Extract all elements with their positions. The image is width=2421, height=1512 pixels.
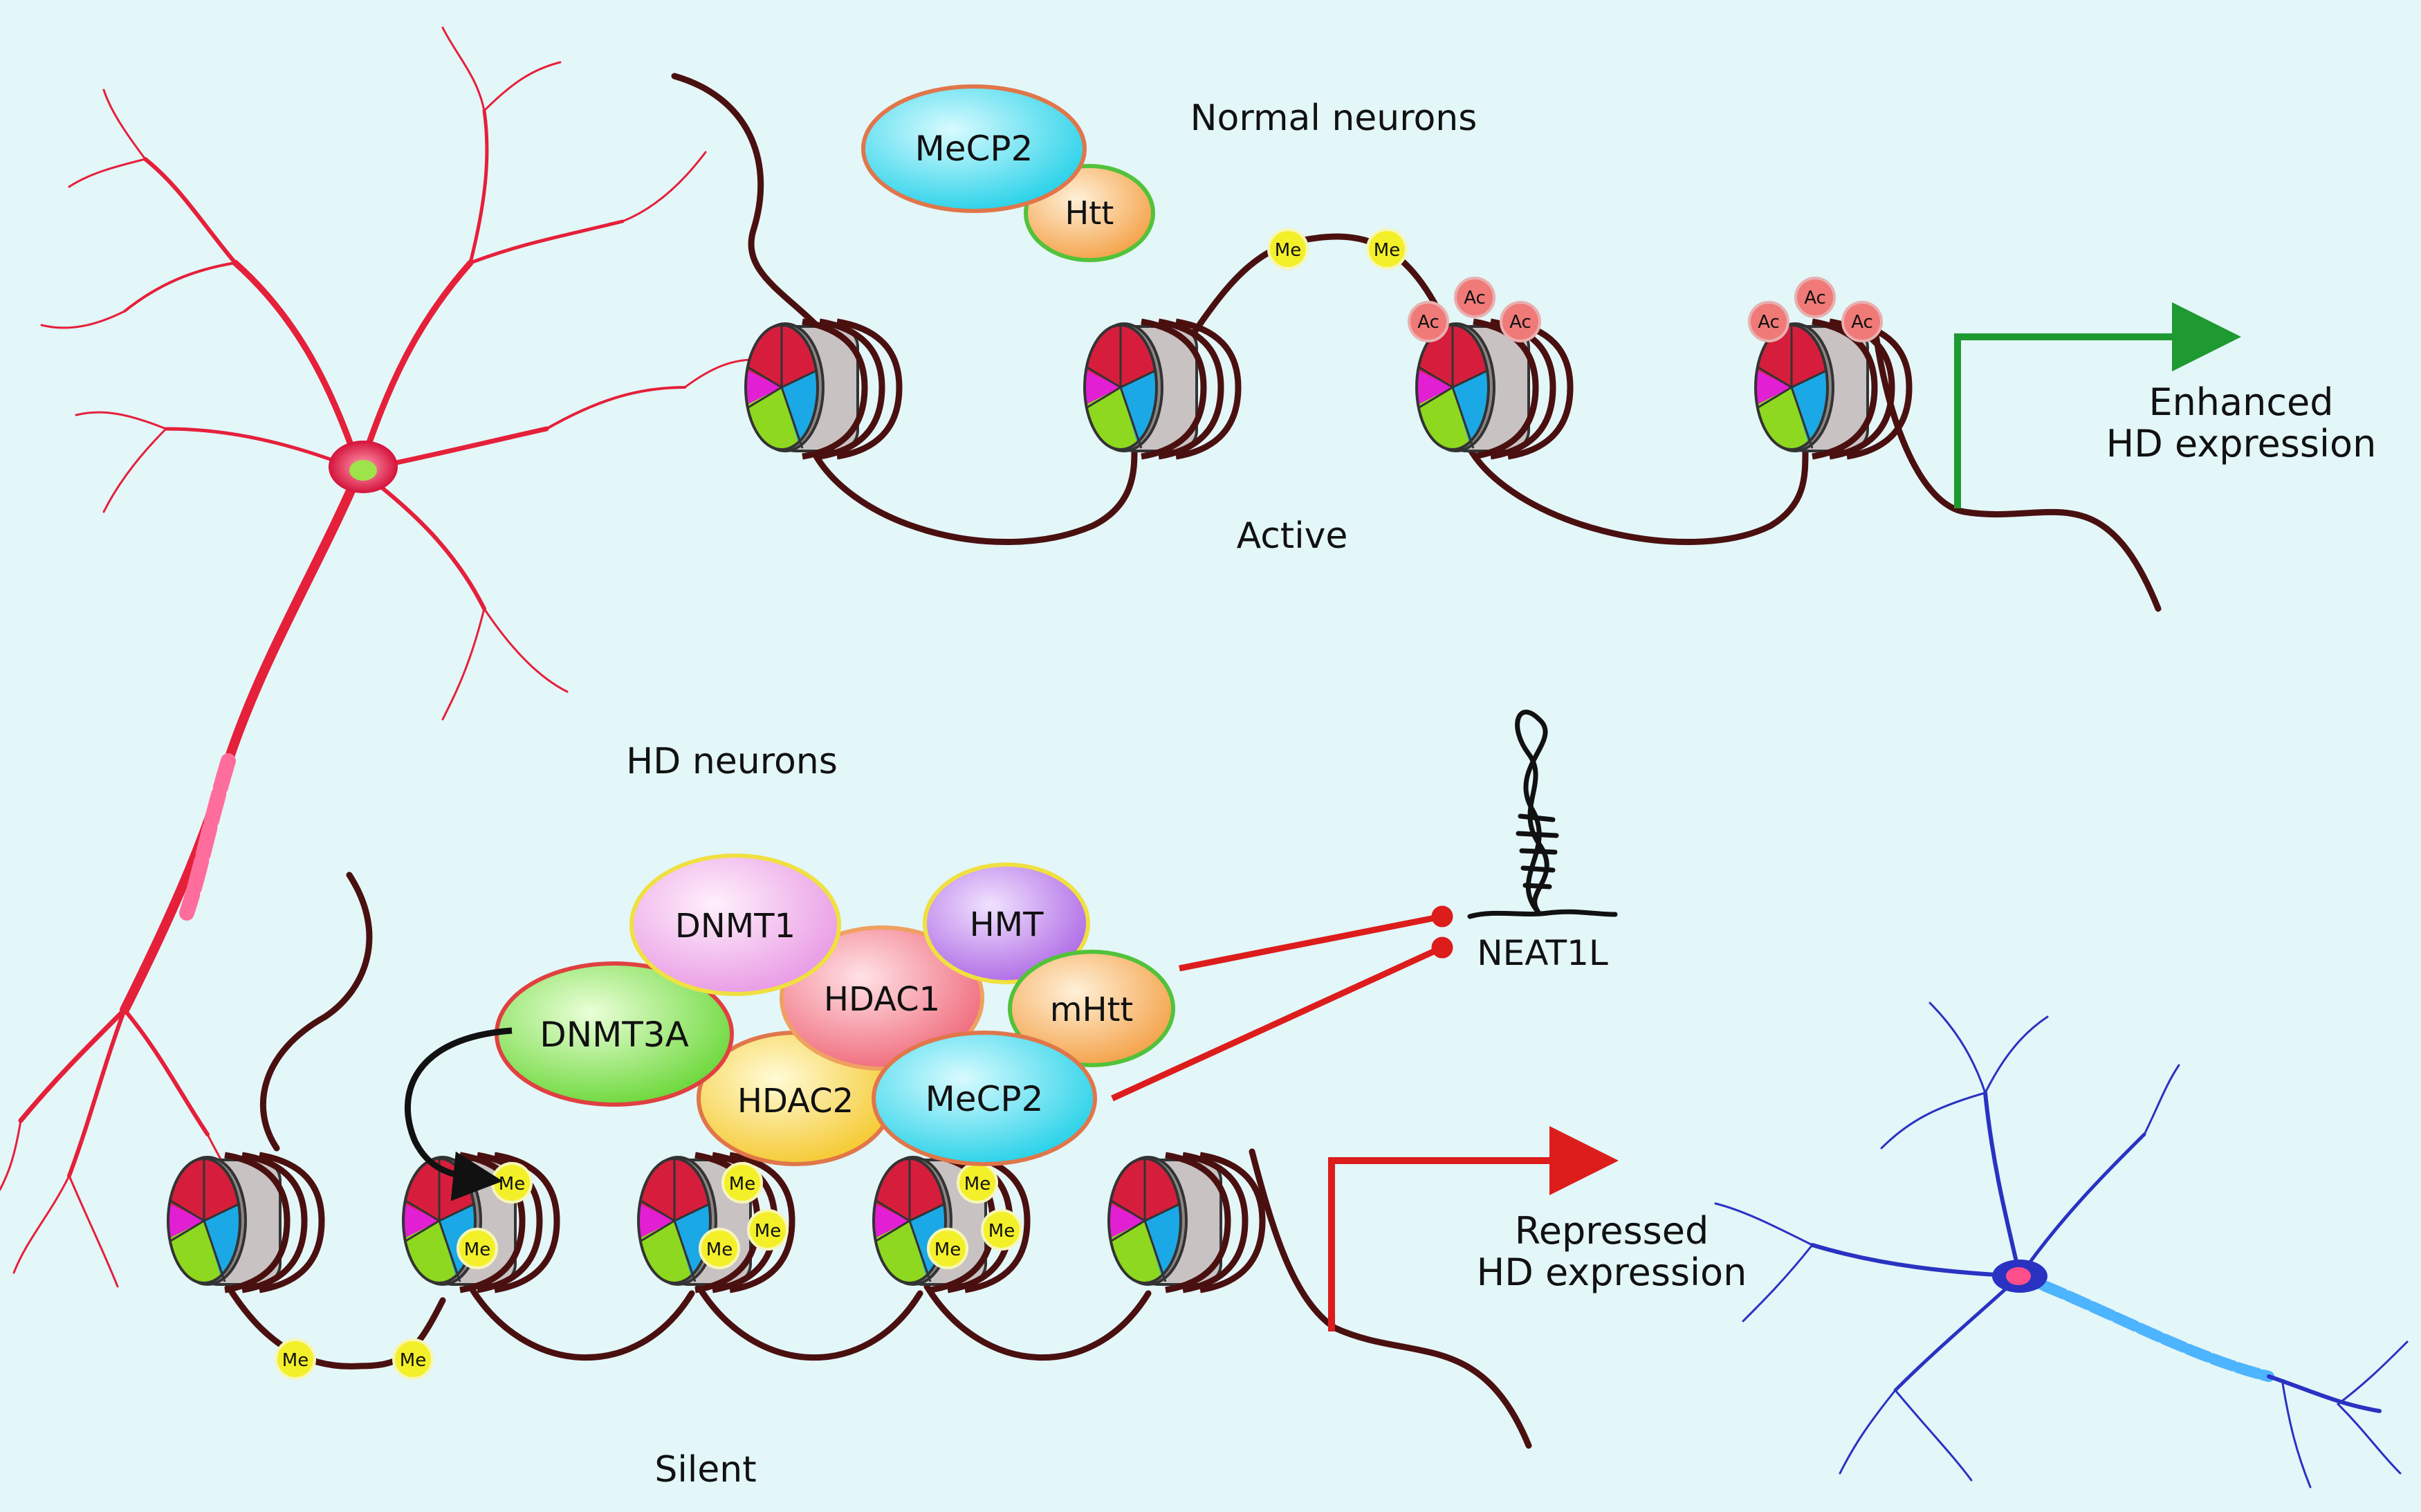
- svg-text:HDAC1: HDAC1: [824, 980, 940, 1019]
- acetyl-mark: Ac: [1841, 301, 1883, 342]
- methyl-mark: Me: [927, 1228, 968, 1269]
- mecp2-protein: MeCP2: [861, 84, 1087, 213]
- silent-label: Silent: [654, 1449, 756, 1491]
- acetyl-mark: Ac: [1748, 301, 1789, 342]
- dnmt1-protein: DNMT1: [629, 854, 841, 996]
- svg-text:Me: Me: [988, 1221, 1015, 1242]
- svg-text:Ac: Ac: [1758, 312, 1780, 333]
- svg-text:Me: Me: [964, 1174, 991, 1195]
- active-chromatin-dna: [671, 73, 2162, 612]
- methyl-mark: Me: [491, 1162, 533, 1204]
- methyl-mark: Me: [275, 1338, 316, 1380]
- normal-neurons-label: Normal neurons: [1190, 98, 1478, 139]
- hmt-protein: HMT: [923, 863, 1090, 984]
- methylation-arrow: [404, 1027, 513, 1201]
- nucleosome: [1103, 1152, 1262, 1290]
- mecp2-complex-protein: MeCP2: [872, 1031, 1097, 1166]
- hd-neurons-label: HD neurons: [626, 741, 838, 782]
- neat1l-label: NEAT1L: [1477, 933, 1608, 973]
- methyl-mark: Me: [699, 1228, 740, 1269]
- acetyl-mark: Ac: [1408, 301, 1449, 342]
- svg-text:Me: Me: [755, 1221, 781, 1242]
- hd-neuron-nucleus: [2006, 1267, 2031, 1285]
- healthy-neuron-nucleus: [349, 460, 377, 481]
- silent-chromatin-dna: [225, 872, 1532, 1449]
- svg-text:Me: Me: [729, 1174, 755, 1195]
- mhtt-protein: mHtt: [1008, 950, 1175, 1067]
- neat1l-interaction-lines: [1111, 905, 1453, 1102]
- methyl-mark: Me: [957, 1162, 998, 1204]
- acetyl-mark: Ac: [1500, 301, 1541, 342]
- svg-text:Me: Me: [499, 1174, 525, 1195]
- enhanced-transcription-arrow: [1954, 302, 2241, 508]
- svg-text:Ac: Ac: [1464, 288, 1486, 308]
- methyl-mark: Me: [721, 1162, 763, 1204]
- enhanced-label-line2: HD expression: [2106, 422, 2377, 465]
- repressed-transcription-arrow: [1328, 1126, 1619, 1331]
- nucleosome: [163, 1152, 322, 1290]
- active-label: Active: [1237, 515, 1348, 557]
- acetyl-mark: Ac: [1454, 277, 1495, 318]
- svg-text:mHtt: mHtt: [1050, 990, 1134, 1029]
- hdac1-protein: HDAC1: [780, 925, 984, 1071]
- svg-text:HMT: HMT: [970, 905, 1044, 944]
- svg-text:DNMT1: DNMT1: [675, 907, 795, 946]
- healthy-neuron-illustration: [0, 26, 755, 1288]
- svg-text:DNMT3A: DNMT3A: [540, 1015, 689, 1055]
- svg-text:Me: Me: [935, 1239, 961, 1260]
- svg-text:Me: Me: [464, 1239, 490, 1260]
- methyl-mark: Me: [981, 1209, 1022, 1251]
- svg-text:Ac: Ac: [1417, 312, 1439, 333]
- svg-text:Ac: Ac: [1804, 288, 1826, 308]
- enhanced-label-line1: Enhanced: [2148, 380, 2333, 424]
- dnmt3a-protein: DNMT3A: [495, 961, 734, 1107]
- svg-text:Ac: Ac: [1509, 312, 1531, 333]
- svg-text:Me: Me: [1374, 240, 1400, 261]
- svg-text:Me: Me: [706, 1239, 733, 1260]
- hd-neuron-illustration: [1714, 1002, 2409, 1488]
- methyl-mark: Me: [747, 1209, 789, 1251]
- nucleosome: [740, 318, 899, 457]
- methyl-mark: Me: [457, 1228, 498, 1269]
- methyl-mark: Me: [1267, 228, 1309, 270]
- svg-text:Htt: Htt: [1065, 194, 1114, 232]
- repressed-label-line2: HD expression: [1477, 1251, 1747, 1294]
- svg-text:Me: Me: [400, 1350, 426, 1371]
- svg-text:MeCP2: MeCP2: [915, 129, 1033, 169]
- acetyl-mark: Ac: [1794, 277, 1836, 318]
- svg-text:MeCP2: MeCP2: [926, 1079, 1044, 1119]
- svg-text:Me: Me: [282, 1350, 309, 1371]
- repressed-label-line1: Repressed: [1515, 1209, 1709, 1253]
- svg-text:Ac: Ac: [1851, 312, 1873, 333]
- methyl-mark: Me: [1366, 228, 1408, 270]
- svg-text:HDAC2: HDAC2: [737, 1082, 854, 1121]
- neat1l-rna-icon: [1467, 710, 1618, 919]
- nucleosome: [1079, 318, 1238, 457]
- svg-text:Me: Me: [1275, 240, 1301, 261]
- methyl-mark: Me: [392, 1338, 434, 1380]
